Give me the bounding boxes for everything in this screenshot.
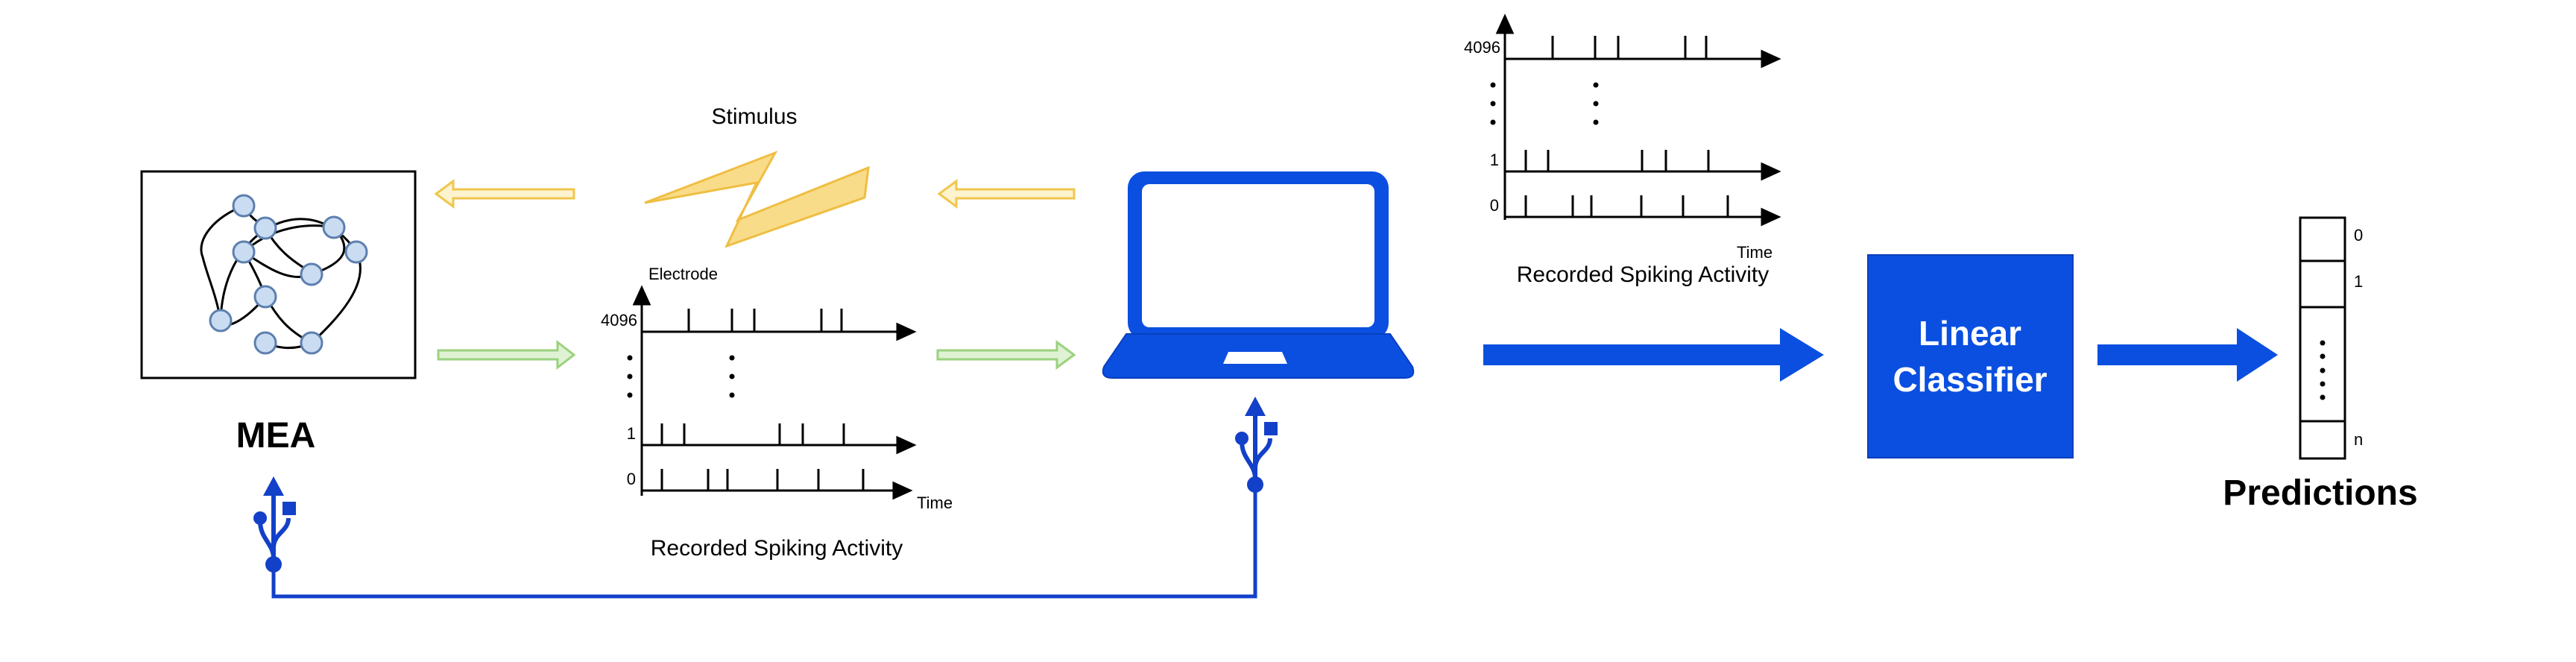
raster-left-ylabel: Electrode — [648, 265, 718, 283]
raster-right-tick-top: 4096 — [1464, 38, 1500, 57]
mea-box — [140, 170, 417, 379]
raster-left-xlabel: Time — [917, 494, 953, 512]
raster-right-xlabel: Time — [1737, 243, 1772, 262]
raster-left-tick-zero: 0 — [627, 470, 636, 488]
raster-right-ellipsis — [1490, 82, 1599, 125]
classifier-line1: Linear — [1919, 314, 2021, 353]
arrow-laptop-to-classifier — [1483, 328, 1824, 382]
data-arrow-raster-to-laptop — [936, 340, 1076, 370]
raster-left-ellipsis — [627, 355, 735, 398]
prediction-index-1: 1 — [2354, 272, 2363, 291]
raster-right-caption: Recorded Spiking Activity — [1517, 262, 1770, 287]
mea-block: MEA — [140, 170, 417, 455]
arrow-classifier-to-predictions — [2097, 328, 2278, 382]
raster-right — [1495, 13, 1781, 227]
usb-icon — [253, 476, 296, 573]
raster-right-tick-one: 1 — [1490, 151, 1499, 169]
prediction-index-0: 0 — [2354, 226, 2363, 245]
stimulus-arrow-right — [937, 179, 1076, 209]
predictions-vector: 0 1 n Predictions — [2223, 216, 2418, 513]
raster-left-tick-one: 1 — [627, 424, 636, 443]
lightning-bolt-icon — [644, 151, 870, 248]
laptop-icon — [1102, 171, 1415, 379]
classifier-line2: Classifier — [1892, 360, 2047, 399]
mea-label: MEA — [236, 416, 316, 455]
stimulus-arrow-left — [434, 179, 575, 209]
usb-cable — [271, 485, 1257, 599]
prediction-index-n: n — [2354, 430, 2363, 449]
predictions-label: Predictions — [2223, 473, 2417, 513]
usb-icon — [1235, 397, 1278, 493]
stimulus-label: Stimulus — [711, 104, 797, 129]
linear-classifier-block: Linear Classifier — [1867, 254, 2074, 458]
raster-left-caption: Recorded Spiking Activity — [651, 536, 903, 561]
neurons — [209, 194, 368, 355]
raster-right-tick-zero: 0 — [1490, 196, 1499, 215]
raster-left-tick-top: 4096 — [601, 311, 637, 330]
data-arrow-mea-to-raster — [437, 339, 576, 371]
raster-left — [632, 285, 917, 500]
